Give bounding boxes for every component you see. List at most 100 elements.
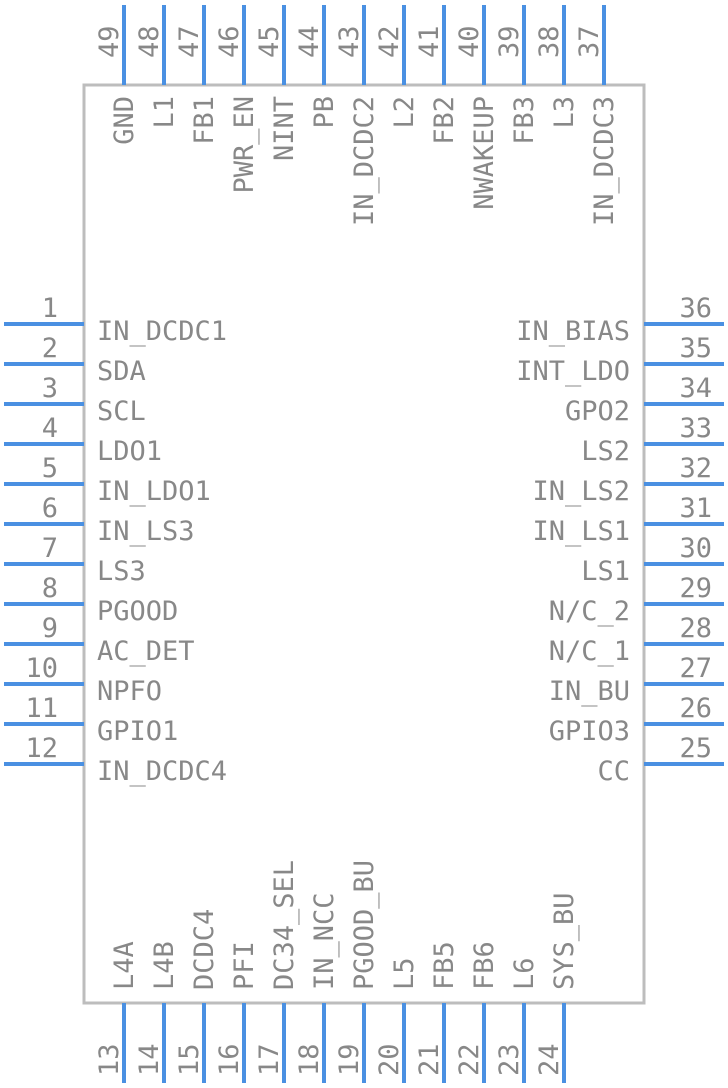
pin-label: L4A	[109, 941, 140, 990]
pin-label: IN_LS2	[532, 476, 630, 507]
pin-number: 47	[174, 25, 205, 58]
pin-label: PGOOD	[97, 596, 178, 627]
pin-label: FB2	[429, 96, 460, 145]
pin-label: L5	[389, 957, 420, 990]
pin-number: 14	[134, 1043, 165, 1076]
pin-number: 36	[679, 293, 712, 324]
pin-number: 49	[94, 25, 125, 58]
pin-number: 1	[42, 293, 58, 324]
pin-label: N/C_2	[549, 596, 630, 627]
pin-number: 33	[679, 413, 712, 444]
pin-label: PB	[309, 96, 340, 129]
pin-number: 28	[679, 613, 712, 644]
pin-number: 9	[42, 613, 58, 644]
pin-number: 41	[414, 25, 445, 58]
pin-number: 45	[254, 25, 285, 58]
pin-number: 18	[294, 1043, 325, 1076]
pin-number: 5	[42, 453, 58, 484]
pin-number: 29	[679, 573, 712, 604]
pin-label: IN_DCDC1	[97, 316, 227, 347]
pin-label: CC	[597, 756, 630, 787]
pin-label: SDA	[97, 356, 146, 387]
pin-label: L6	[509, 957, 540, 990]
pin-label: LDO1	[97, 436, 162, 467]
pin-label: FB1	[189, 96, 220, 145]
pin-label: IN_DCDC3	[589, 96, 620, 226]
pin-label: GPIO3	[549, 716, 630, 747]
pin-label: GND	[109, 96, 140, 145]
pin-label: LS2	[581, 436, 630, 467]
pin-number: 42	[374, 25, 405, 58]
pin-number: 8	[42, 573, 58, 604]
pin-label: SYS_BU	[549, 892, 580, 990]
pin-number: 19	[334, 1043, 365, 1076]
pin-number: 15	[174, 1043, 205, 1076]
pin-number: 6	[42, 493, 58, 524]
pin-number: 21	[414, 1043, 445, 1076]
pin-group: 1IN_DCDC12SDA3SCL4LDO15IN_LDO16IN_LS37LS…	[4, 5, 724, 1083]
pin-label: L1	[149, 96, 180, 129]
pin-number: 43	[334, 25, 365, 58]
pin-label: L3	[549, 96, 580, 129]
pin-label: GPIO1	[97, 716, 178, 747]
pin-number: 32	[679, 453, 712, 484]
pin-label: FB3	[509, 96, 540, 145]
pin-label: IN_LDO1	[97, 476, 211, 507]
pin-label: PWR_EN	[229, 96, 260, 194]
pin-label: L4B	[149, 941, 180, 990]
pin-number: 16	[214, 1043, 245, 1076]
pin-label: LS3	[97, 556, 146, 587]
pin-number: 7	[42, 533, 58, 564]
pin-label: LS1	[581, 556, 630, 587]
pin-label: GPO2	[565, 396, 630, 427]
pin-label: DC34_SEL	[269, 860, 300, 990]
pin-label: IN_BU	[549, 676, 630, 707]
pin-number: 40	[454, 25, 485, 58]
pin-number: 11	[25, 693, 58, 724]
pin-label: N/C_1	[549, 636, 630, 667]
pin-number: 3	[42, 373, 58, 404]
pin-number: 37	[574, 25, 605, 58]
pin-number: 10	[25, 653, 58, 684]
pin-label: PGOOD_BU	[349, 860, 380, 990]
pin-number: 30	[679, 533, 712, 564]
pin-label: FB5	[429, 941, 460, 990]
pin-number: 27	[679, 653, 712, 684]
pin-number: 34	[679, 373, 712, 404]
pin-number: 12	[25, 733, 58, 764]
pin-label: IN_DCDC2	[349, 96, 380, 226]
ic-body	[82, 83, 646, 1005]
pin-label: SCL	[97, 396, 146, 427]
pin-number: 22	[454, 1043, 485, 1076]
pin-number: 38	[534, 25, 565, 58]
pin-label: IN_LS3	[97, 516, 195, 547]
pin-label: NINT	[269, 96, 300, 161]
pin-number: 48	[134, 25, 165, 58]
pin-number: 46	[214, 25, 245, 58]
pin-label: INT_LDO	[516, 356, 630, 387]
pin-label: IN_DCDC4	[97, 756, 227, 787]
pin-number: 23	[494, 1043, 525, 1076]
pin-label: NWAKEUP	[469, 96, 500, 210]
pin-number: 4	[42, 413, 58, 444]
pin-label: DCDC4	[189, 909, 220, 990]
pin-label: PFI	[229, 941, 260, 990]
pin-number: 35	[679, 333, 712, 364]
pin-number: 13	[94, 1043, 125, 1076]
pin-number: 24	[534, 1043, 565, 1076]
pin-label: IN_NCC	[309, 892, 340, 990]
pin-label: IN_BIAS	[516, 316, 630, 347]
pin-number: 25	[679, 733, 712, 764]
pin-number: 2	[42, 333, 58, 364]
pin-label: NPFO	[97, 676, 162, 707]
pin-number: 17	[254, 1043, 285, 1076]
pin-number: 31	[679, 493, 712, 524]
pin-label: IN_LS1	[532, 516, 630, 547]
pin-number: 26	[679, 693, 712, 724]
pin-label: L2	[389, 96, 420, 129]
pin-label: FB6	[469, 941, 500, 990]
pin-number: 44	[294, 25, 325, 58]
pin-label: AC_DET	[97, 636, 195, 667]
pin-number: 20	[374, 1043, 405, 1076]
